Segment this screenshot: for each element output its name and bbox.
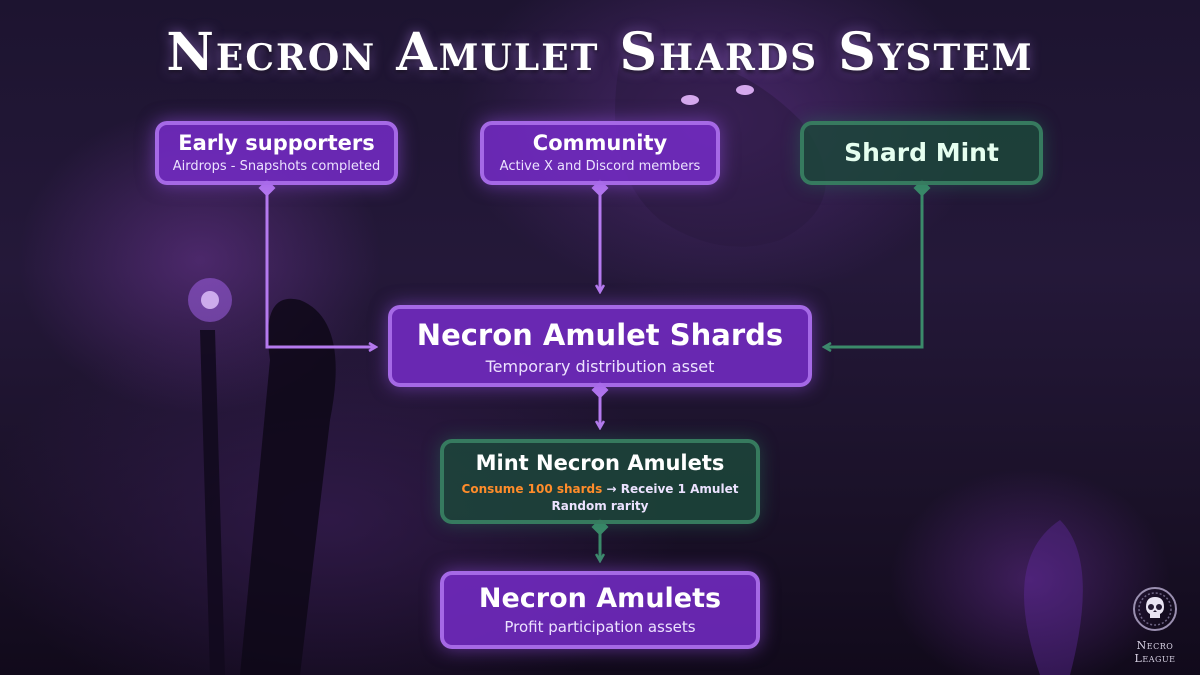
node-necron-amulets: Necron Amulets Profit participation asse…	[440, 571, 760, 649]
node-mint-necron-amulets: Mint Necron Amulets Consume 100 shards →…	[440, 439, 760, 524]
node-amulets-subtext: Profit participation assets	[504, 618, 696, 636]
node-community-subtext: Active X and Discord members	[499, 159, 701, 174]
edge-community-to-shards	[591, 179, 609, 292]
node-early-supporters: Early supporters Airdrops - Snapshots co…	[155, 121, 398, 185]
skull-emblem-icon	[1133, 587, 1177, 631]
logo-text: Necro League	[1134, 639, 1176, 665]
node-early-supporters-heading: Early supporters	[178, 131, 375, 155]
arrow-glyph: →	[602, 482, 621, 496]
consume-text: Consume 100 shards	[461, 482, 603, 496]
edge-mint-to-shards	[824, 179, 931, 347]
edge-mintamulets-to-amulets	[591, 518, 609, 561]
node-shard-mint: Shard Mint	[800, 121, 1043, 185]
node-mint-amulets-heading: Mint Necron Amulets	[475, 451, 725, 475]
rarity-text: Random rarity	[551, 499, 649, 513]
node-community-heading: Community	[532, 131, 668, 155]
node-early-supporters-subtext: Airdrops - Snapshots completed	[172, 159, 381, 174]
node-necron-amulet-shards: Necron Amulet Shards Temporary distribut…	[388, 305, 812, 387]
page-title: Necron Amulet Shards System	[166, 22, 1034, 83]
receive-text: Receive 1 Amulet	[620, 482, 739, 496]
node-community: Community Active X and Discord members	[480, 121, 720, 185]
edge-early-to-shards	[258, 179, 376, 347]
node-amulets-heading: Necron Amulets	[478, 583, 722, 614]
node-shards-heading: Necron Amulet Shards	[416, 318, 784, 352]
node-shard-mint-heading: Shard Mint	[844, 138, 999, 167]
necro-league-logo: Necro League	[1115, 585, 1195, 665]
node-mint-amulets-rule: Consume 100 shards → Receive 1 Amulet	[444, 482, 756, 496]
edge-shards-to-mintamulets	[591, 381, 609, 428]
node-shards-subtext: Temporary distribution asset	[485, 357, 715, 376]
